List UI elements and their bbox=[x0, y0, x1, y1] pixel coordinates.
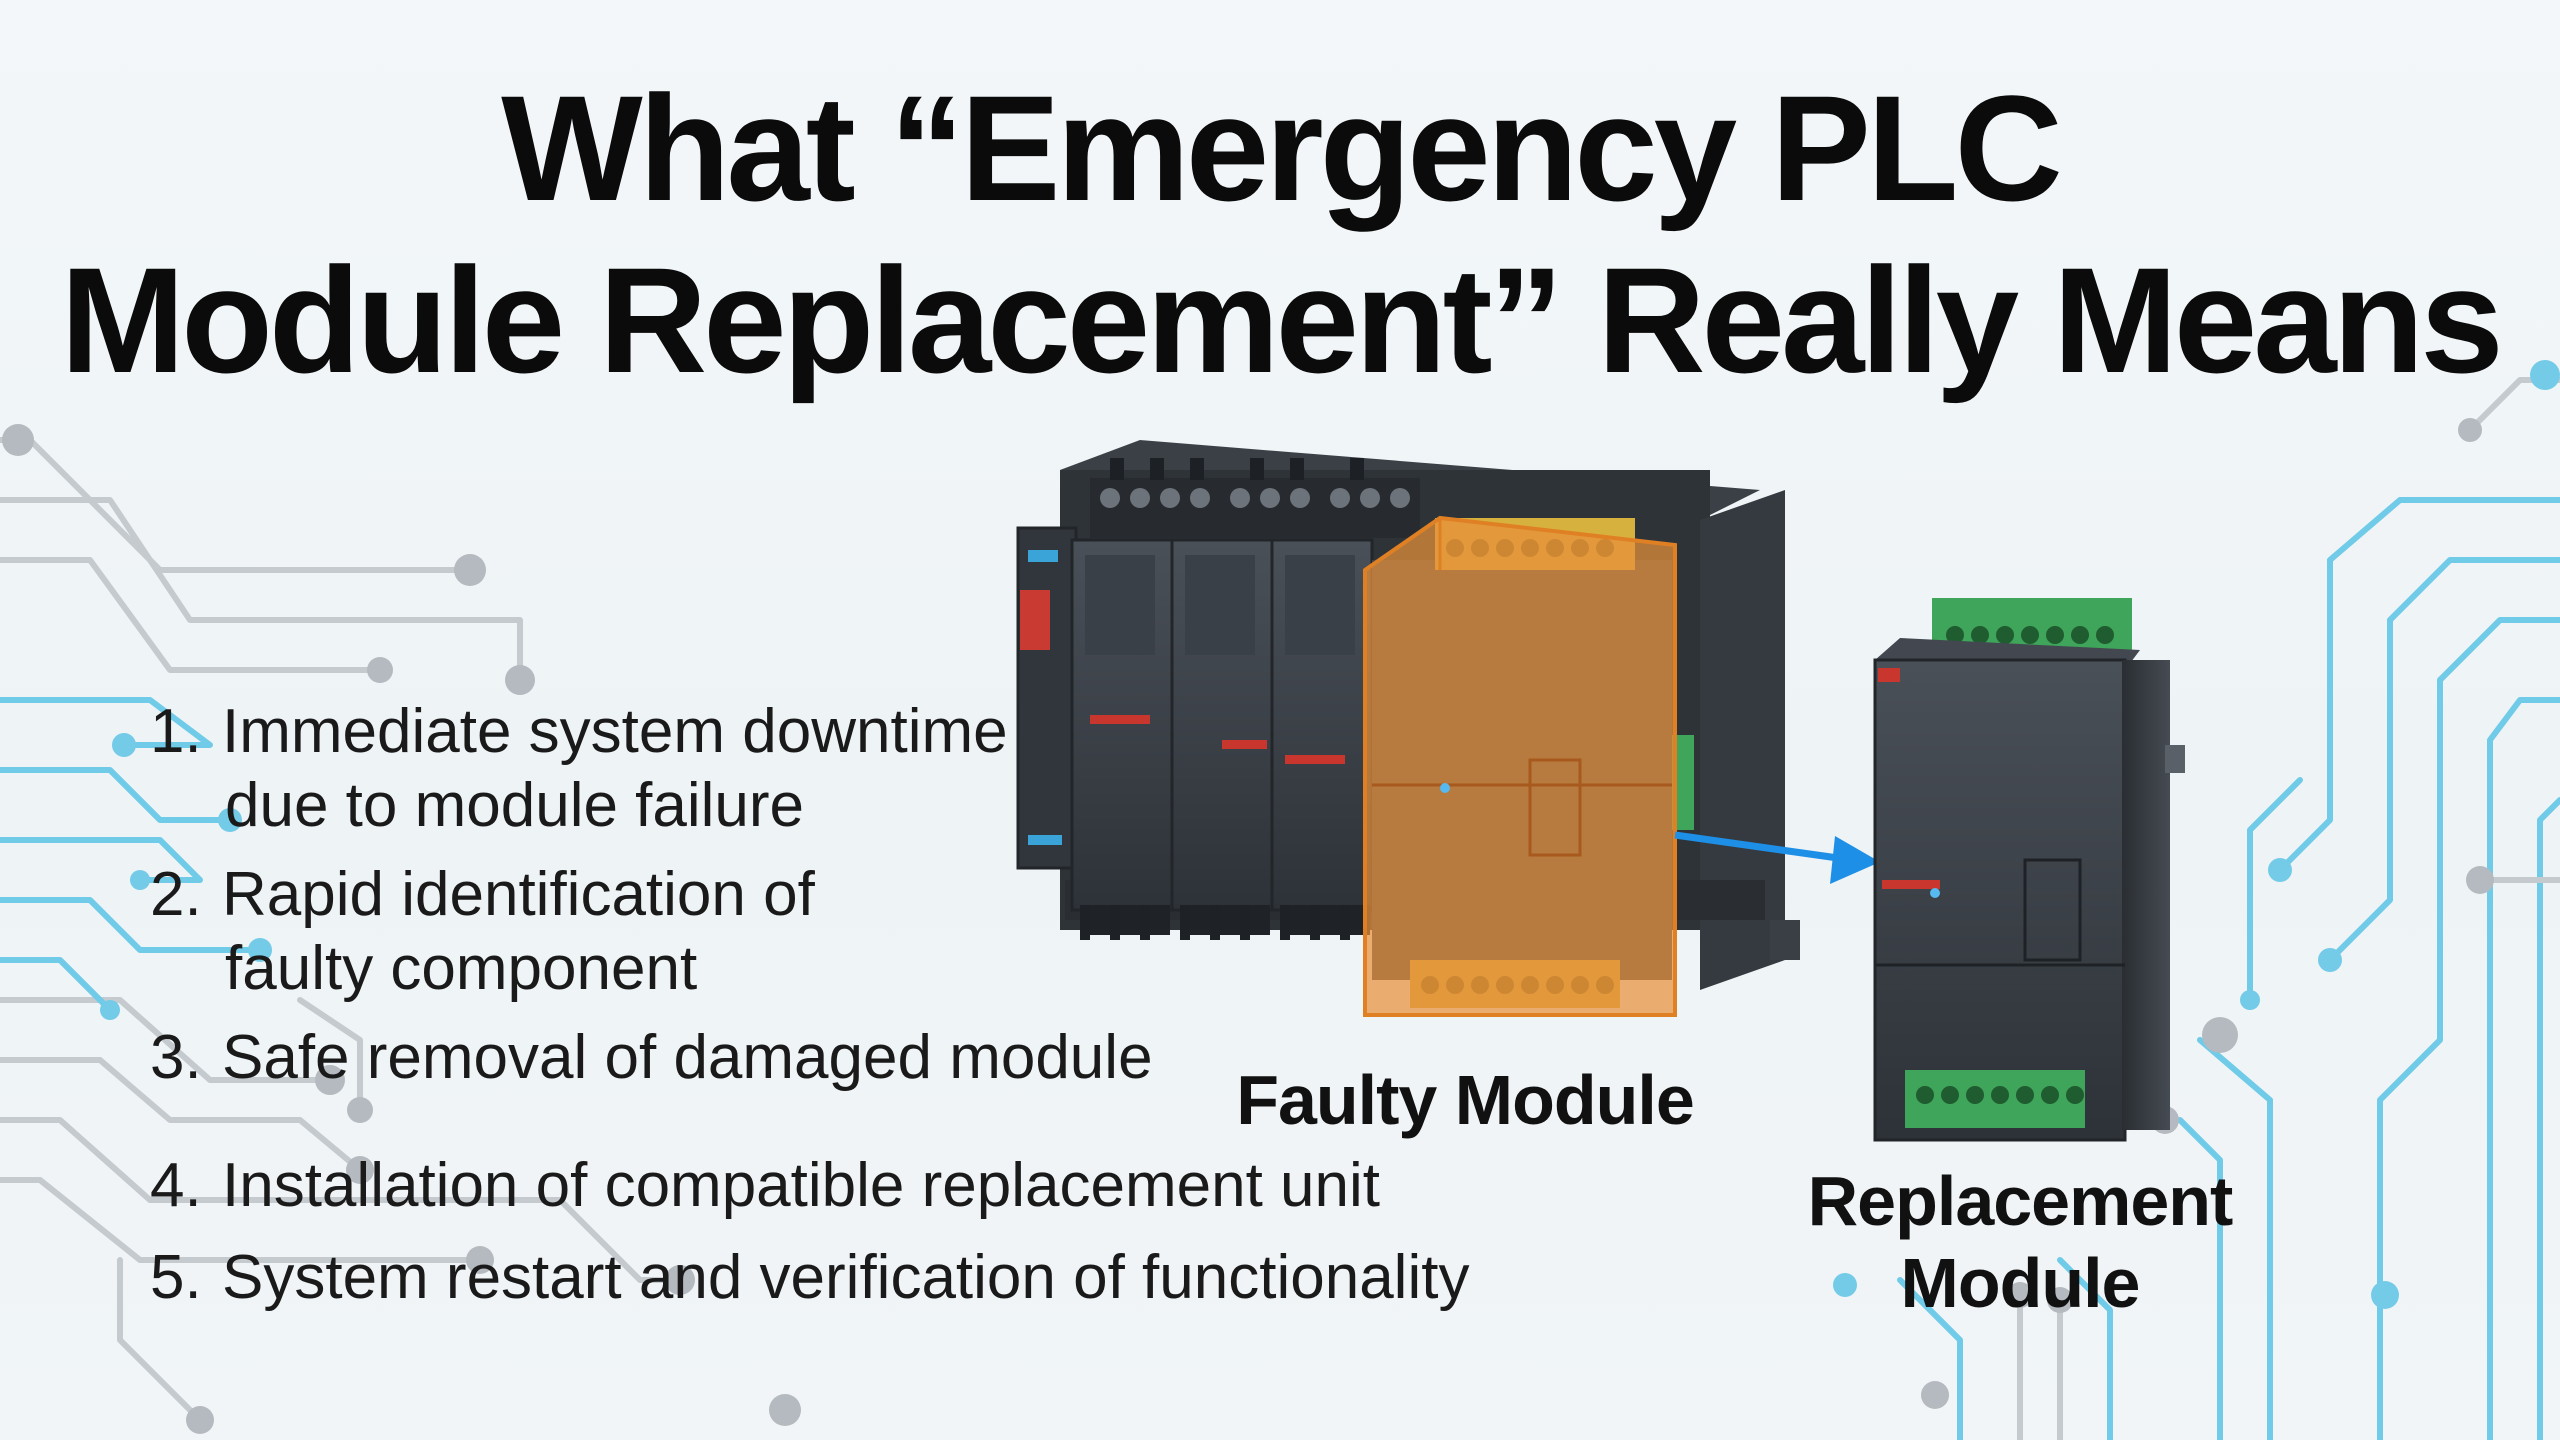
step-item: 4. Installation of compatible replacement… bbox=[150, 1149, 1380, 1223]
title-line-2: Module Replacement” Really Means bbox=[60, 236, 2503, 404]
step-text: Installation of compatible replacement u… bbox=[222, 1151, 1380, 1220]
replacement-label-line-2: Module bbox=[1900, 1244, 2141, 1322]
side-green-terminal bbox=[1672, 735, 1694, 830]
step-item: 3. Safe removal of damaged module bbox=[150, 1021, 1153, 1095]
right-blue-traces bbox=[1897, 497, 2560, 1440]
faulty-module bbox=[1363, 515, 1677, 1017]
faulty-module-label: Faulty Module bbox=[1236, 1061, 1695, 1139]
circuit-nodes bbox=[2, 360, 2560, 1434]
step-text: Safe removal of damaged module bbox=[222, 1023, 1153, 1092]
step-text: Immediate system downtime bbox=[222, 697, 1008, 766]
plc-module-2 bbox=[1070, 538, 1174, 935]
left-gray-traces bbox=[0, 437, 683, 1423]
step-text: System restart and verification of funct… bbox=[222, 1243, 1470, 1312]
step-item: 2. Rapid identification of faulty compone… bbox=[150, 858, 815, 1006]
step-item: 1. Immediate system downtime due to modul… bbox=[150, 695, 1008, 843]
step-text-continued: faulty component bbox=[225, 934, 698, 1003]
step-number: 1. bbox=[150, 697, 202, 766]
step-number: 5. bbox=[150, 1243, 202, 1312]
replacement-module-label: Replacement Module bbox=[1760, 1160, 2280, 1324]
step-number: 2. bbox=[150, 860, 202, 929]
left-blue-traces bbox=[0, 697, 263, 1013]
replacement-arrow-icon bbox=[1674, 831, 1880, 884]
step-text-continued: due to module failure bbox=[225, 771, 805, 840]
bottom-terminal-pins bbox=[1080, 905, 1350, 940]
top-terminal-strip bbox=[1090, 458, 1420, 538]
plc-module-1 bbox=[1016, 526, 1078, 870]
step-text: Rapid identification of bbox=[222, 860, 815, 929]
step-item: 5. System restart and verification of fun… bbox=[150, 1241, 1469, 1315]
plc-module-3 bbox=[1170, 538, 1274, 935]
replacement-module bbox=[1873, 598, 2185, 1142]
step-number: 3. bbox=[150, 1023, 202, 1092]
plc-module-4 bbox=[1270, 538, 1374, 935]
title-line-1: What “Emergency PLC bbox=[501, 64, 2063, 232]
step-number: 4. bbox=[150, 1151, 202, 1220]
replacement-label-line-1: Replacement bbox=[1807, 1162, 2234, 1240]
page-title: What “Emergency PLC Module Replacement” … bbox=[0, 62, 2560, 406]
faulty-highlight bbox=[1363, 515, 1677, 1017]
